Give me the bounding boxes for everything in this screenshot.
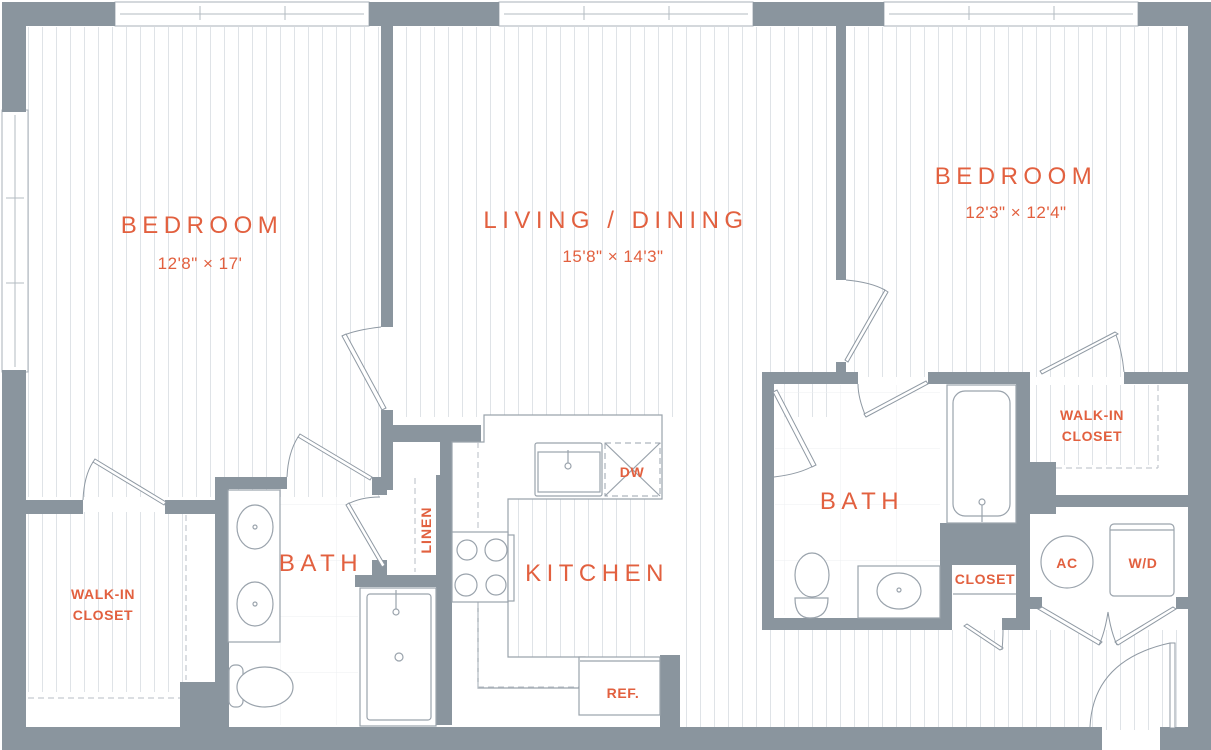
room-label-walk-in-closet-1: WALK-IN CLOSET: [71, 584, 135, 626]
appliance-label-dishwasher: DW: [619, 464, 645, 480]
appliance-label-washer-dryer: W/D: [1128, 555, 1158, 571]
room-label-bedroom-2: BEDROOM: [934, 163, 1098, 190]
room-label-closet: CLOSET: [954, 571, 1016, 587]
walk-in-closet-2-line2: CLOSET: [1061, 428, 1123, 444]
room-dimensions-bedroom-1: 12'8" × 17': [157, 254, 243, 273]
room-dimensions-bedroom-2: 12'3" × 12'4": [965, 203, 1067, 222]
walk-in-closet-1-line2: CLOSET: [72, 607, 134, 623]
room-label-kitchen: KITCHEN: [525, 560, 669, 587]
doors: [82, 279, 1177, 729]
walk-in-closet-2-line1: WALK-IN: [1059, 407, 1125, 423]
room-label-bath-1: BATH: [278, 550, 364, 577]
windows: [1, 1, 1139, 373]
room-dimensions-living-dining: 15'8" × 14'3": [562, 247, 664, 266]
appliance-label-refrigerator: REF.: [606, 685, 640, 701]
room-label-bath-2: BATH: [819, 488, 905, 515]
walk-in-closet-1-line1: WALK-IN: [70, 586, 136, 602]
floor-wood: [26, 27, 1186, 730]
room-label-bedroom-1: BEDROOM: [120, 212, 284, 239]
fixtures: [28, 384, 1175, 727]
appliance-label-ac: AC: [1056, 555, 1078, 571]
room-label-linen: LINEN: [418, 506, 434, 554]
room-label-living-dining: LIVING / DINING: [483, 207, 749, 234]
room-label-walk-in-closet-2: WALK-IN CLOSET: [1060, 405, 1124, 447]
